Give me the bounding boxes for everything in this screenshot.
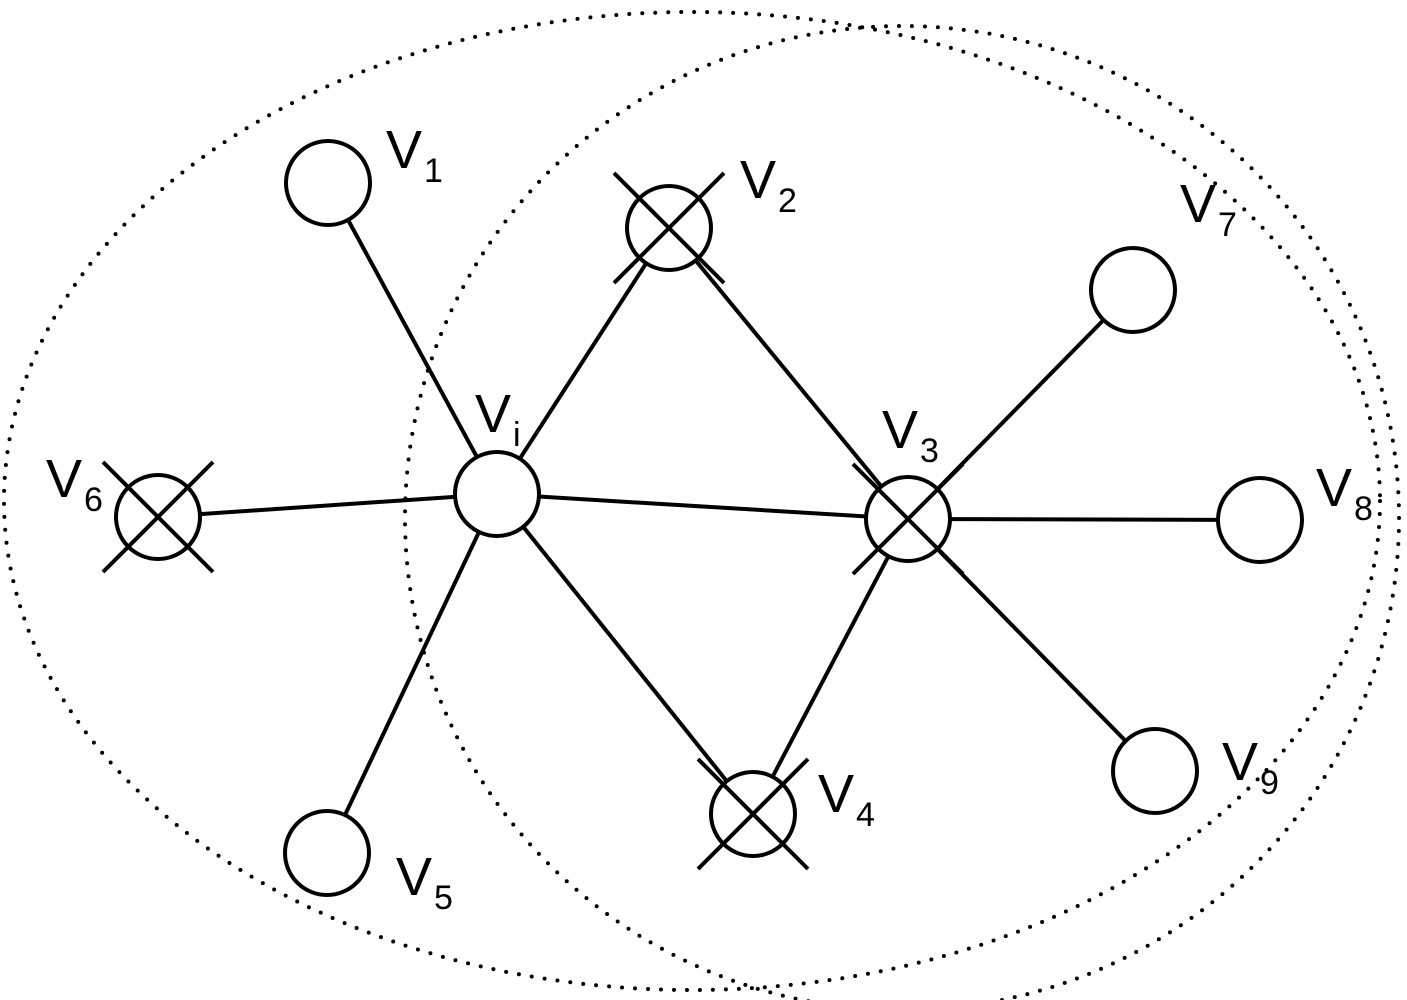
- node-circle-v9: [1111, 727, 1199, 815]
- node-label-letter: V: [1180, 174, 1216, 234]
- node-v5: [283, 809, 371, 897]
- node-v8: [1216, 476, 1304, 564]
- node-label-letter: V: [740, 150, 776, 210]
- node-label-letter: V: [882, 400, 918, 460]
- cross-mark-v3: [851, 462, 965, 576]
- edges-layer: [157, 182, 1261, 854]
- regions-layer: [2, 10, 1401, 1000]
- node-label-v8: V8: [1316, 458, 1373, 528]
- node-label-subscript: 5: [434, 879, 453, 917]
- node-label-v2: V2: [740, 150, 797, 220]
- node-v6: [101, 460, 215, 574]
- edge-vi-v4: [495, 492, 755, 816]
- edge-v3-v4: [751, 518, 910, 815]
- node-label-v4: V4: [818, 764, 875, 834]
- nodes-layer: [101, 139, 1304, 897]
- edge-vi-v6: [157, 492, 498, 519]
- node-label-vi: Vi: [475, 384, 521, 454]
- cross-mark-v2: [612, 171, 726, 285]
- node-label-subscript: 6: [84, 481, 103, 519]
- edge-vi-v3: [496, 492, 909, 521]
- node-label-letter: V: [386, 120, 422, 180]
- node-label-letter: V: [46, 449, 82, 509]
- node-circle-v8: [1216, 476, 1304, 564]
- node-label-subscript: 4: [856, 796, 875, 834]
- node-label-v1: V1: [386, 120, 443, 190]
- region-neighborhood-vi: [2, 10, 1382, 992]
- node-v1: [284, 139, 372, 227]
- node-circle-v7: [1089, 246, 1177, 334]
- region-neighborhood-v3: [403, 24, 1401, 1000]
- node-label-subscript: 7: [1218, 206, 1237, 244]
- node-label-v7: V7: [1180, 174, 1237, 244]
- node-vi: [453, 450, 541, 538]
- node-v4: [696, 757, 810, 871]
- edge-vi-v2: [495, 226, 671, 496]
- node-circle-v5: [283, 809, 371, 897]
- node-v7: [1089, 246, 1177, 334]
- node-label-subscript: 3: [920, 432, 939, 470]
- node-label-letter: V: [396, 847, 432, 907]
- node-label-letter: V: [1222, 732, 1258, 792]
- node-label-letter: V: [818, 764, 854, 824]
- node-label-v9: V9: [1222, 732, 1279, 802]
- node-label-v5: V5: [396, 847, 453, 917]
- node-v3: [851, 462, 965, 576]
- node-label-letter: V: [475, 384, 511, 444]
- node-label-subscript: 2: [778, 182, 797, 220]
- edge-v3-v8: [907, 517, 1261, 522]
- node-label-subscript: 1: [424, 152, 443, 190]
- node-circle-v1: [284, 139, 372, 227]
- node-label-v3: V3: [882, 400, 939, 470]
- node-label-subscript: i: [513, 416, 521, 454]
- node-label-subscript: 8: [1354, 490, 1373, 528]
- edge-vi-v1: [326, 182, 499, 495]
- edge-vi-v5: [325, 493, 499, 854]
- node-circle-vi: [453, 450, 541, 538]
- cross-mark-v6: [101, 460, 215, 574]
- node-v9: [1111, 727, 1199, 815]
- edge-v3-v2: [667, 226, 910, 521]
- node-label-v6: V6: [46, 449, 103, 519]
- cross-mark-v4: [696, 757, 810, 871]
- node-v2: [612, 171, 726, 285]
- node-label-letter: V: [1316, 458, 1352, 518]
- node-label-subscript: 9: [1260, 764, 1279, 802]
